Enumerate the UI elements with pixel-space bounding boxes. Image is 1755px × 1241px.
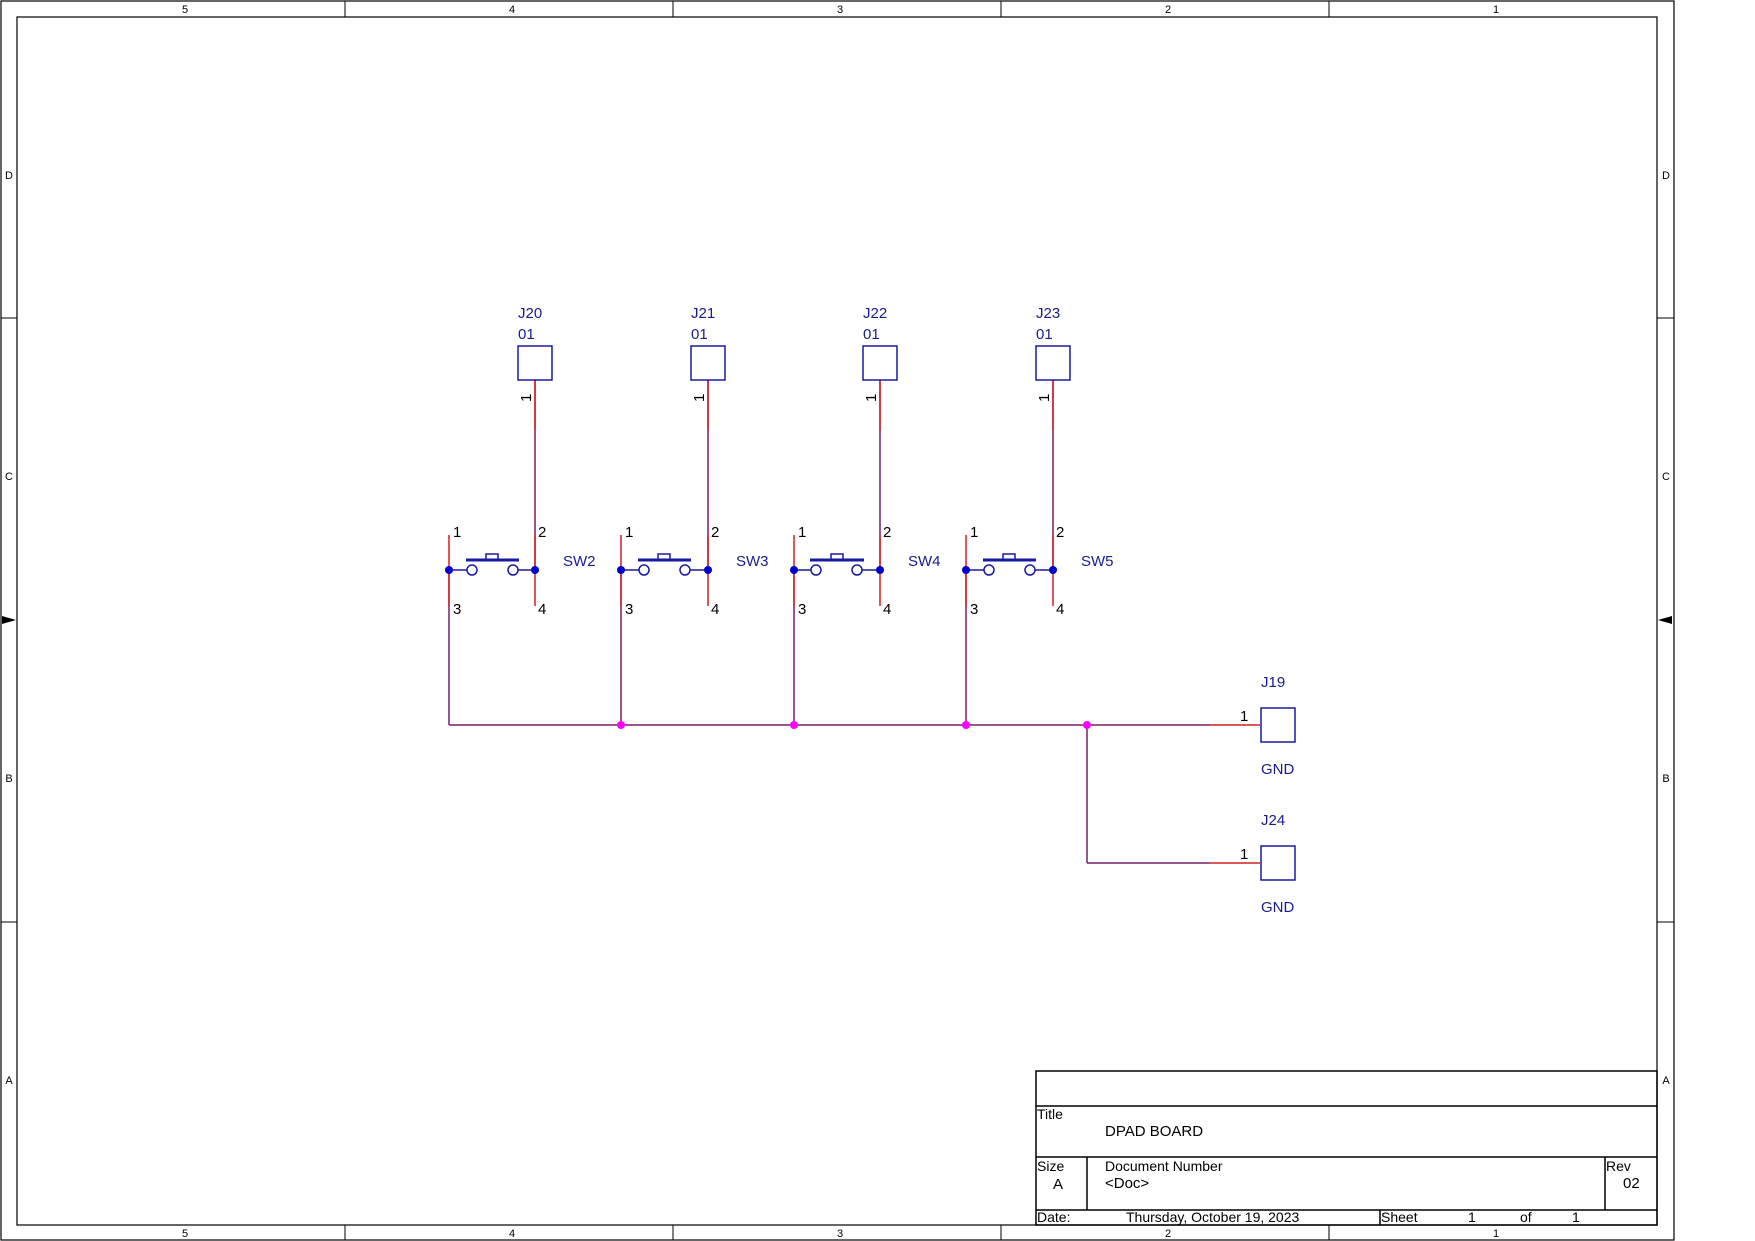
connector-value: GND <box>1261 761 1295 778</box>
col-label-bottom: 1 <box>1493 1228 1499 1240</box>
of-label: of <box>1520 1209 1532 1225</box>
switch-ref: SW4 <box>908 553 941 570</box>
connector-j22[interactable]: J22 01 1 <box>862 305 898 402</box>
rev-label: Rev <box>1606 1158 1631 1174</box>
switch-ref: SW5 <box>1081 553 1114 570</box>
col-label-top: 1 <box>1493 4 1499 16</box>
connector-j23[interactable]: J23 01 1 <box>1035 305 1071 402</box>
connector-ref: J20 <box>518 305 542 322</box>
connector-ref: J21 <box>691 305 715 322</box>
pin-dot <box>704 566 712 574</box>
pin-dot <box>445 566 453 574</box>
pin-label: 1 <box>691 394 708 402</box>
pin-label: 3 <box>970 601 978 618</box>
pin-dot <box>962 566 970 574</box>
pin-dot <box>790 566 798 574</box>
switch-sw3[interactable]: 1 2 3 4 SW3 <box>617 524 769 618</box>
pin-dot <box>876 566 884 574</box>
pin-label: 2 <box>1056 524 1064 541</box>
row-label-right: B <box>1662 773 1669 785</box>
col-label-top: 5 <box>182 4 188 16</box>
pin-label: 4 <box>711 601 719 618</box>
row-label-right: D <box>1662 170 1670 182</box>
pin-label: 1 <box>453 524 461 541</box>
switch-ref: SW2 <box>563 553 596 570</box>
wires <box>448 380 1260 864</box>
col-label-top: 4 <box>509 4 515 16</box>
connector-value: 01 <box>1036 326 1053 343</box>
size-label: Size <box>1037 1158 1064 1174</box>
pin-label: 1 <box>1036 394 1053 402</box>
connector-value: 01 <box>518 326 535 343</box>
date-value: Thursday, October 19, 2023 <box>1126 1209 1299 1225</box>
doc-number-value: <Doc> <box>1105 1175 1149 1192</box>
connector-value: GND <box>1261 899 1295 916</box>
title-label: Title <box>1037 1106 1063 1122</box>
row-label-left: C <box>5 471 13 483</box>
row-label-right: C <box>1662 471 1670 483</box>
col-label-bottom: 2 <box>1165 1228 1171 1240</box>
row-label-left: B <box>5 773 12 785</box>
connector-ref: J23 <box>1036 305 1060 322</box>
pin-dot <box>617 566 625 574</box>
connector-ref: J19 <box>1261 674 1285 691</box>
pin-label: 2 <box>883 524 891 541</box>
pin-dot <box>1049 566 1057 574</box>
col-label-bottom: 4 <box>509 1228 515 1240</box>
pin-label: 1 <box>518 394 535 402</box>
junction-dot <box>790 721 798 729</box>
row-label-left: D <box>5 170 13 182</box>
frame-labels: 5 4 3 2 1 5 4 3 2 1 D C B A D C B A <box>5 4 1670 1240</box>
junction-dot <box>1083 721 1091 729</box>
doc-number-label: Document Number <box>1105 1158 1223 1174</box>
col-label-bottom: 5 <box>182 1228 188 1240</box>
col-label-bottom: 3 <box>837 1228 843 1240</box>
connector-j19[interactable]: J19 GND 1 <box>1240 674 1296 778</box>
pin-label: 1 <box>625 524 633 541</box>
drawing-title: DPAD BOARD <box>1105 1123 1203 1140</box>
col-label-top: 2 <box>1165 4 1171 16</box>
pin-label: 4 <box>883 601 891 618</box>
pin-label: 1 <box>863 394 880 402</box>
connector-value: 01 <box>863 326 880 343</box>
pin-label: 4 <box>1056 601 1064 618</box>
pin-label: 2 <box>538 524 546 541</box>
pin-label: 3 <box>453 601 461 618</box>
pin-dot <box>531 566 539 574</box>
connector-j24[interactable]: J24 GND 1 <box>1240 812 1296 916</box>
switch-sw2[interactable]: 1 2 3 4 SW2 <box>445 524 596 618</box>
sheet-total: 1 <box>1572 1209 1580 1225</box>
sheet-number: 1 <box>1468 1209 1476 1225</box>
pin-label: 3 <box>798 601 806 618</box>
sheet-label: Sheet <box>1381 1209 1418 1225</box>
drawing-frame <box>0 0 1675 1241</box>
row-label-left: A <box>5 1075 13 1087</box>
pin-label: 4 <box>538 601 546 618</box>
pin-label: 1 <box>970 524 978 541</box>
junction-dot <box>962 721 970 729</box>
junctions <box>617 721 1091 729</box>
pin-label: 1 <box>798 524 806 541</box>
col-label-top: 3 <box>837 4 843 16</box>
rev-value: 02 <box>1623 1175 1640 1192</box>
size-value: A <box>1053 1176 1063 1193</box>
connector-j21[interactable]: J21 01 1 <box>690 305 726 402</box>
switch-sw4[interactable]: 1 2 3 4 SW4 <box>790 524 941 618</box>
pin-label: 1 <box>1240 846 1248 863</box>
date-label: Date: <box>1037 1209 1070 1225</box>
pin-label: 2 <box>711 524 719 541</box>
connector-j20[interactable]: J20 01 1 <box>517 305 553 402</box>
connector-value: 01 <box>691 326 708 343</box>
switch-ref: SW3 <box>736 553 769 570</box>
pin-label: 1 <box>1240 708 1248 725</box>
connector-ref: J24 <box>1261 812 1285 829</box>
title-block: Title DPAD BOARD Size A Document Number … <box>1035 1070 1658 1226</box>
switch-sw5[interactable]: 1 2 3 4 SW5 <box>962 524 1114 618</box>
junction-dot <box>617 721 625 729</box>
row-label-right: A <box>1662 1075 1670 1087</box>
connector-ref: J22 <box>863 305 887 322</box>
pin-label: 3 <box>625 601 633 618</box>
